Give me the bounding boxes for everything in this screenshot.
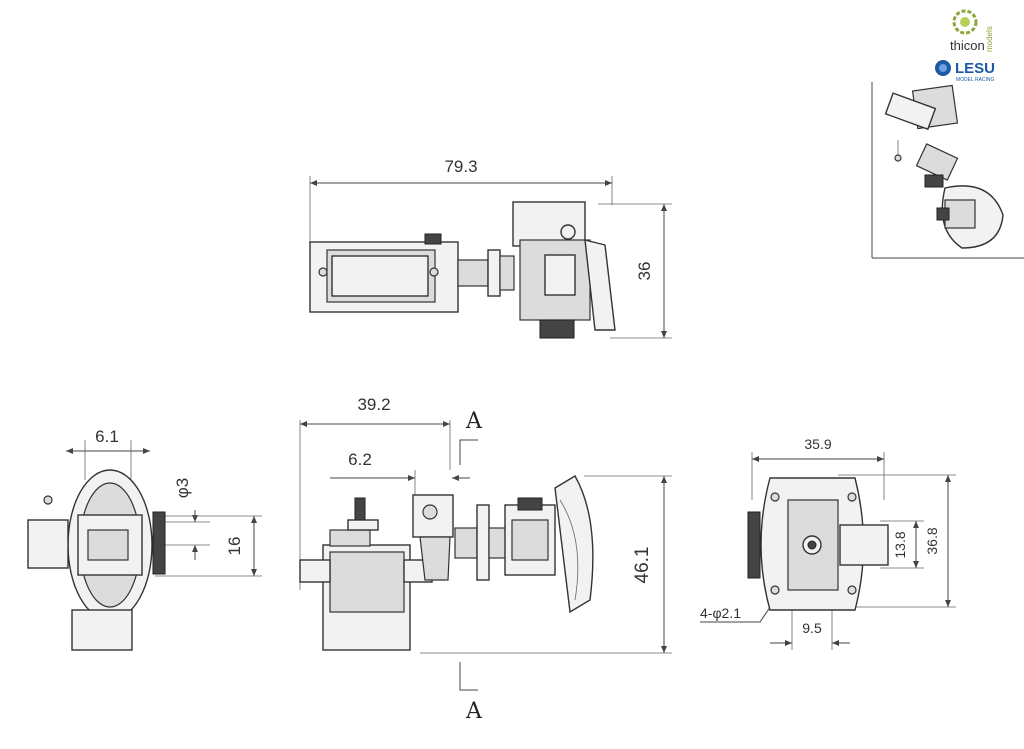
plate-view-width-dimension: 35.9 — [804, 436, 831, 452]
plate-view-offset-dimension: 9.5 — [802, 620, 822, 636]
plate-view: 35.9 13.8 36.8 4-φ2.1 9.5 — [700, 436, 956, 650]
lesu-lion-icon — [935, 60, 951, 76]
end-view: 6.1 φ3 16 — [27, 427, 262, 651]
side-view-overall-dimension: 39.2 — [357, 395, 390, 414]
side-view-shaft — [454, 504, 508, 581]
lesu-logo-subtext: MODEL RACING — [956, 77, 995, 83]
side-view-coupler — [504, 475, 594, 614]
side-view-height-dimension: 46.1 — [632, 547, 653, 584]
plate-view-inner-height-dimension: 13.8 — [892, 531, 908, 558]
side-view-offset-dimension: 6.2 — [348, 450, 372, 469]
section-a-label-bottom: A — [465, 699, 483, 724]
thicon-logo: thicon models — [950, 9, 994, 53]
isometric-linkage — [915, 143, 959, 188]
lesu-logo: LESU MODEL RACING — [935, 60, 995, 83]
top-view-shaft — [457, 249, 515, 297]
side-view-servo — [299, 497, 433, 651]
top-view-width-dimension: 79.3 — [444, 157, 477, 176]
plate-view-holes-dimension: 4-φ2.1 — [700, 605, 741, 621]
end-view-diameter-dimension: φ3 — [173, 478, 192, 498]
top-view-height-dimension: 36 — [635, 262, 654, 281]
top-view-servo-bracket — [309, 233, 459, 313]
side-view-arm — [412, 494, 454, 581]
thicon-gear-icon — [952, 9, 978, 35]
side-view: 39.2 6.2 A A 46.1 — [299, 395, 672, 724]
plate-view-outer-height-dimension: 36.8 — [924, 527, 940, 554]
section-a-label-top: A — [465, 409, 483, 434]
end-view-body — [27, 469, 166, 651]
top-view-coupler — [512, 201, 616, 339]
top-view: 79.3 36 — [309, 157, 672, 339]
thicon-logo-text: thicon — [950, 38, 985, 53]
isometric-inset — [871, 82, 1024, 259]
lesu-logo-text: LESU — [955, 60, 995, 77]
plate-view-body — [747, 477, 889, 611]
end-view-width-dimension: 6.1 — [95, 427, 119, 446]
thicon-logo-subtext: models — [985, 26, 994, 52]
isometric-servo-block — [884, 84, 959, 162]
isometric-coupler-plate — [936, 185, 1004, 249]
end-view-height-dimension: 16 — [225, 537, 244, 556]
